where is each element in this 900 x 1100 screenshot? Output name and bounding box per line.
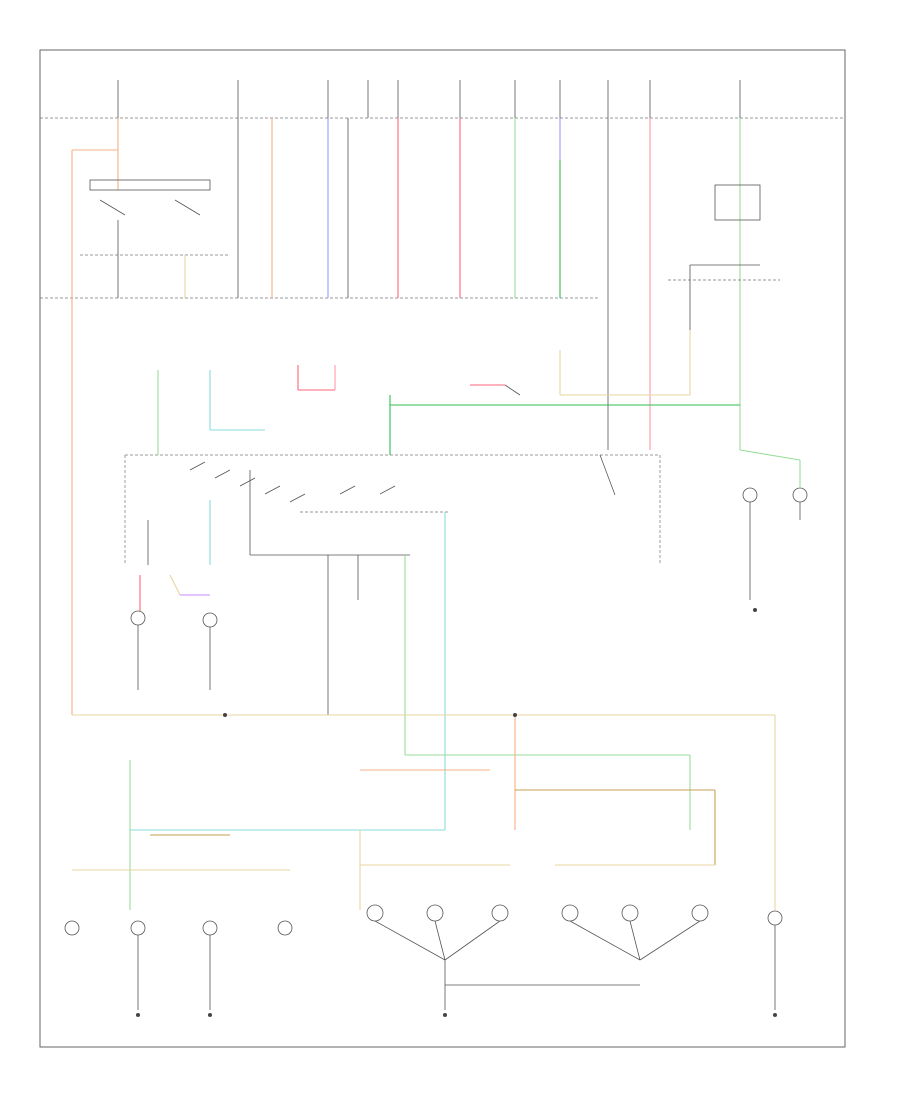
diagram-frame: [39, 49, 846, 1048]
right-relay: [559, 184, 780, 396]
middle-wires: [71, 298, 740, 715]
top-wires: [71, 118, 741, 450]
license-lamp-pair: [739, 449, 808, 600]
right-front-park-lamp: [169, 574, 218, 690]
left-rear-lamp-group: [64, 760, 293, 1010]
left-front-park-lamp: [130, 575, 146, 690]
right-rear-lamp: [767, 910, 783, 1010]
headlamp-switch: [80, 179, 230, 298]
top-fuses: [117, 80, 741, 118]
ground-points: [136, 608, 777, 1017]
center-rear-lamp-group: [359, 789, 716, 1010]
multifunction-switch: [189, 454, 616, 556]
turn-wires: [130, 500, 691, 831]
